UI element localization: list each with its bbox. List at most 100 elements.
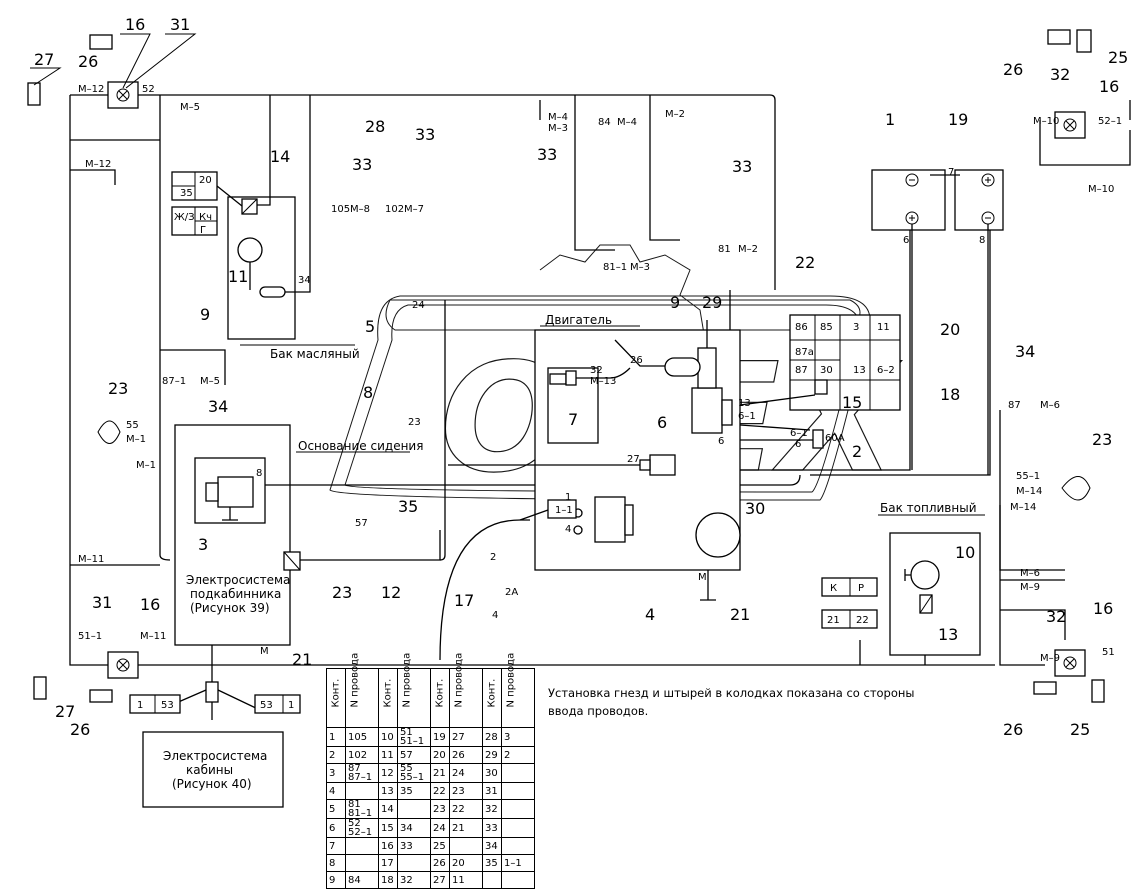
svg-text:6–2: 6–2 — [877, 365, 895, 376]
table-cell: 84 — [345, 871, 379, 889]
table-cell: 22 — [449, 799, 483, 819]
svg-text:10: 10 — [955, 543, 975, 562]
svg-text:53: 53 — [161, 700, 174, 711]
table-cell: 24 — [430, 818, 450, 838]
table-cell: 24 — [449, 763, 483, 783]
table-cell: 33 — [482, 818, 502, 838]
table-cell: 87 87–1 — [345, 763, 379, 783]
svg-text:22: 22 — [856, 615, 869, 626]
svg-text:16: 16 — [1093, 599, 1113, 618]
table-header: N провода — [397, 652, 431, 728]
table-cell — [449, 837, 483, 855]
table-cell: 102 — [345, 746, 379, 764]
table-header: N провода — [449, 652, 483, 728]
table-cell — [345, 854, 379, 872]
svg-text:2: 2 — [852, 442, 862, 461]
table-cell: 23 — [449, 782, 483, 800]
table-cell: 25 — [430, 837, 450, 855]
svg-text:51–1: 51–1 — [78, 631, 102, 642]
rear-lamps — [27, 29, 1105, 703]
table-cell: 32 — [482, 799, 502, 819]
subcab-line-3: (Рисунок 39) — [190, 601, 270, 615]
table-header: N провода — [501, 652, 535, 728]
svg-text:81–1: 81–1 — [603, 262, 627, 273]
svg-text:16: 16 — [1099, 77, 1119, 96]
table-header: Конт. — [482, 668, 502, 728]
svg-text:27: 27 — [55, 702, 75, 721]
svg-text:9: 9 — [200, 305, 210, 324]
svg-text:М–2: М–2 — [738, 244, 758, 255]
table-cell — [501, 799, 535, 819]
svg-text:9: 9 — [670, 293, 680, 312]
svg-text:35: 35 — [398, 497, 418, 516]
table-cell: 1–1 — [501, 854, 535, 872]
svg-text:М–6: М–6 — [1020, 568, 1040, 579]
svg-text:6: 6 — [718, 436, 724, 447]
svg-text:1: 1 — [137, 700, 143, 711]
svg-text:31: 31 — [170, 15, 190, 34]
svg-text:32: 32 — [590, 365, 603, 376]
svg-text:52: 52 — [142, 84, 155, 95]
svg-text:30: 30 — [745, 499, 765, 518]
table-cell: 3 — [326, 763, 346, 783]
table-cell: 81 81–1 — [345, 799, 379, 819]
table-cell — [397, 799, 431, 819]
table-cell: 13 — [378, 782, 398, 800]
table-cell: 14 — [378, 799, 398, 819]
table-cell: 29 — [482, 746, 502, 764]
table-cell: 26 — [430, 854, 450, 872]
svg-text:87–1: 87–1 — [162, 376, 186, 387]
svg-text:8: 8 — [256, 468, 262, 479]
svg-text:М–5: М–5 — [180, 102, 200, 113]
svg-text:2А: 2А — [505, 587, 518, 598]
svg-text:Г: Г — [200, 225, 206, 236]
svg-text:32: 32 — [1046, 607, 1066, 626]
svg-text:М: М — [260, 646, 269, 657]
table-cell: 34 — [397, 818, 431, 838]
table-cell: 17 — [378, 854, 398, 872]
svg-text:27: 27 — [34, 50, 54, 69]
table-cell — [501, 763, 535, 783]
svg-text:13: 13 — [938, 625, 958, 644]
svg-text:4: 4 — [492, 610, 498, 621]
svg-text:23: 23 — [408, 417, 421, 428]
table-cell — [501, 818, 535, 838]
svg-text:М–3: М–3 — [548, 123, 568, 134]
svg-text:М–13: М–13 — [590, 376, 616, 387]
svg-text:33: 33 — [732, 157, 752, 176]
svg-text:24: 24 — [412, 300, 425, 311]
svg-text:51: 51 — [1102, 647, 1115, 658]
svg-text:33: 33 — [352, 155, 372, 174]
svg-text:М–9: М–9 — [1020, 582, 1040, 593]
table-cell: 8 — [326, 854, 346, 872]
svg-text:М–7: М–7 — [404, 204, 424, 215]
table-cell — [501, 871, 535, 889]
svg-text:33: 33 — [537, 145, 557, 164]
oil-tank-label: Бак масляный — [270, 347, 360, 361]
wiring-table: Конт. N провода Конт. N провода Конт. N … — [326, 652, 535, 889]
cab-line-1: Электросистема — [163, 749, 267, 763]
table-cell: 21 — [449, 818, 483, 838]
table-header: Конт. — [326, 668, 346, 728]
table-cell — [501, 782, 535, 800]
svg-text:26: 26 — [1003, 60, 1023, 79]
table-header: Конт. — [430, 668, 450, 728]
table-cell: 15 — [378, 818, 398, 838]
cab-line-3: (Рисунок 40) — [172, 777, 252, 791]
svg-text:23: 23 — [1092, 430, 1112, 449]
table-cell — [397, 854, 431, 872]
svg-text:25: 25 — [1070, 720, 1090, 739]
table-cell — [501, 837, 535, 855]
table-cell: 105 — [345, 727, 379, 747]
svg-text:26: 26 — [78, 52, 98, 71]
svg-text:34: 34 — [208, 397, 228, 416]
svg-text:20: 20 — [199, 175, 212, 186]
svg-text:13: 13 — [738, 398, 751, 409]
